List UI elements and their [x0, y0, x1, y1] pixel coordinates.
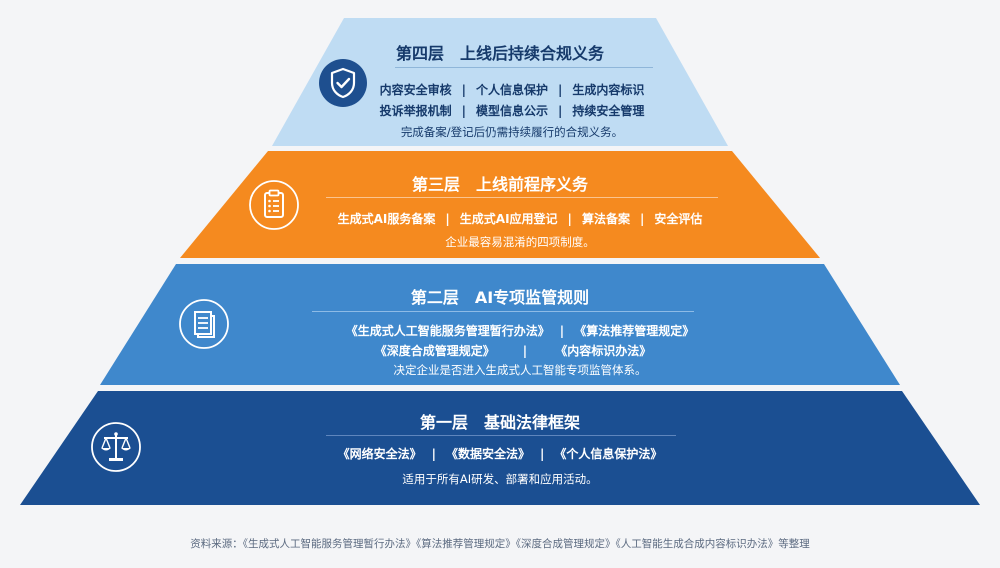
tier-2-item: 《深度合成管理规定》	[374, 344, 495, 358]
tier-2-title: 第二层 AI专项监管规则	[410, 288, 590, 307]
tier-2-background	[100, 264, 900, 385]
tier-4-item: 持续安全管理	[572, 104, 645, 118]
tier-1: 第一层 基础法律框架 《网络安全法》|《数据安全法》|《个人信息保护法》 适用于…	[0, 391, 1000, 505]
tier-1-background	[20, 391, 980, 505]
tier-2-item: 《内容标识办法》	[555, 344, 652, 358]
tier-3-item: 安全评估	[654, 212, 703, 226]
tier-4-background	[272, 18, 728, 146]
tier-3: 第三层 上线前程序义务 生成式AI服务备案|生成式AI应用登记|算法备案|安全评…	[0, 151, 1000, 258]
tier-1-row-1: 《网络安全法》|《数据安全法》|《个人信息保护法》	[337, 447, 663, 461]
tier-3-note: 企业最容易混淆的四项制度。	[445, 235, 595, 249]
tier-3-row-1: 生成式AI服务备案|生成式AI应用登记|算法备案|安全评估	[337, 212, 703, 226]
tier-3-item: 算法备案	[581, 212, 630, 226]
tier-4-note: 完成备案/登记后仍需持续履行的合规义务。	[400, 125, 624, 139]
tier-4-item: 内容安全审核	[379, 83, 452, 97]
tier-3-background	[180, 151, 820, 258]
tier-1-item: 《网络安全法》	[337, 447, 422, 461]
tier-3-item: 生成式AI服务备案	[337, 212, 436, 226]
tier-4-item: 生成内容标识	[572, 83, 645, 97]
tier-4-title: 第四层 上线后持续合规义务	[395, 44, 604, 63]
tier-1-divider	[326, 435, 676, 436]
tier-1-title: 第一层 基础法律框架	[419, 413, 580, 432]
tier-2-item: 《算法推荐管理规定》	[574, 324, 695, 338]
tier-4-row-2: 投诉举报机制|模型信息公示|持续安全管理	[379, 104, 645, 118]
scales-icon	[91, 422, 141, 472]
source-note: 资料来源：《生成式人工智能服务管理暂行办法》《算法推荐管理规定》《深度合成管理规…	[190, 538, 810, 550]
tier-4-item: 个人信息保护	[475, 83, 548, 97]
tier-4-item: 投诉举报机制	[379, 104, 452, 118]
tier-4-item: 模型信息公示	[475, 104, 548, 118]
tier-3-title: 第三层 上线前程序义务	[411, 175, 588, 194]
tier-4: 第四层 上线后持续合规义务 内容安全审核|个人信息保护|生成内容标识 投诉举报机…	[0, 18, 1000, 146]
tier-4-row-1: 内容安全审核|个人信息保护|生成内容标识	[379, 83, 645, 97]
tier-2: 第二层 AI专项监管规则 《生成式人工智能服务管理暂行办法》|《算法推荐管理规定…	[0, 264, 1000, 385]
tier-1-item: 《数据安全法》	[445, 447, 530, 461]
tier-2-note: 决定企业是否进入生成式人工智能专项监管体系。	[393, 363, 647, 377]
tier-3-item: 生成式AI应用登记	[459, 212, 558, 226]
document-icon	[179, 299, 229, 349]
clipboard-list-icon	[249, 180, 299, 230]
tier-2-divider	[312, 311, 694, 312]
tier-1-item: 《个人信息保护法》	[554, 447, 663, 461]
shield-check-icon	[319, 59, 367, 107]
tier-2-row-2: 《深度合成管理规定》|《内容标识办法》	[374, 344, 652, 358]
tier-2-item: 《生成式人工智能服务管理暂行办法》	[345, 324, 550, 338]
tier-1-note: 适用于所有AI研发、部署和应用活动。	[402, 472, 598, 486]
tier-4-divider	[395, 67, 653, 68]
tier-3-divider	[326, 197, 718, 198]
tier-2-row-1: 《生成式人工智能服务管理暂行办法》|《算法推荐管理规定》	[345, 324, 695, 338]
